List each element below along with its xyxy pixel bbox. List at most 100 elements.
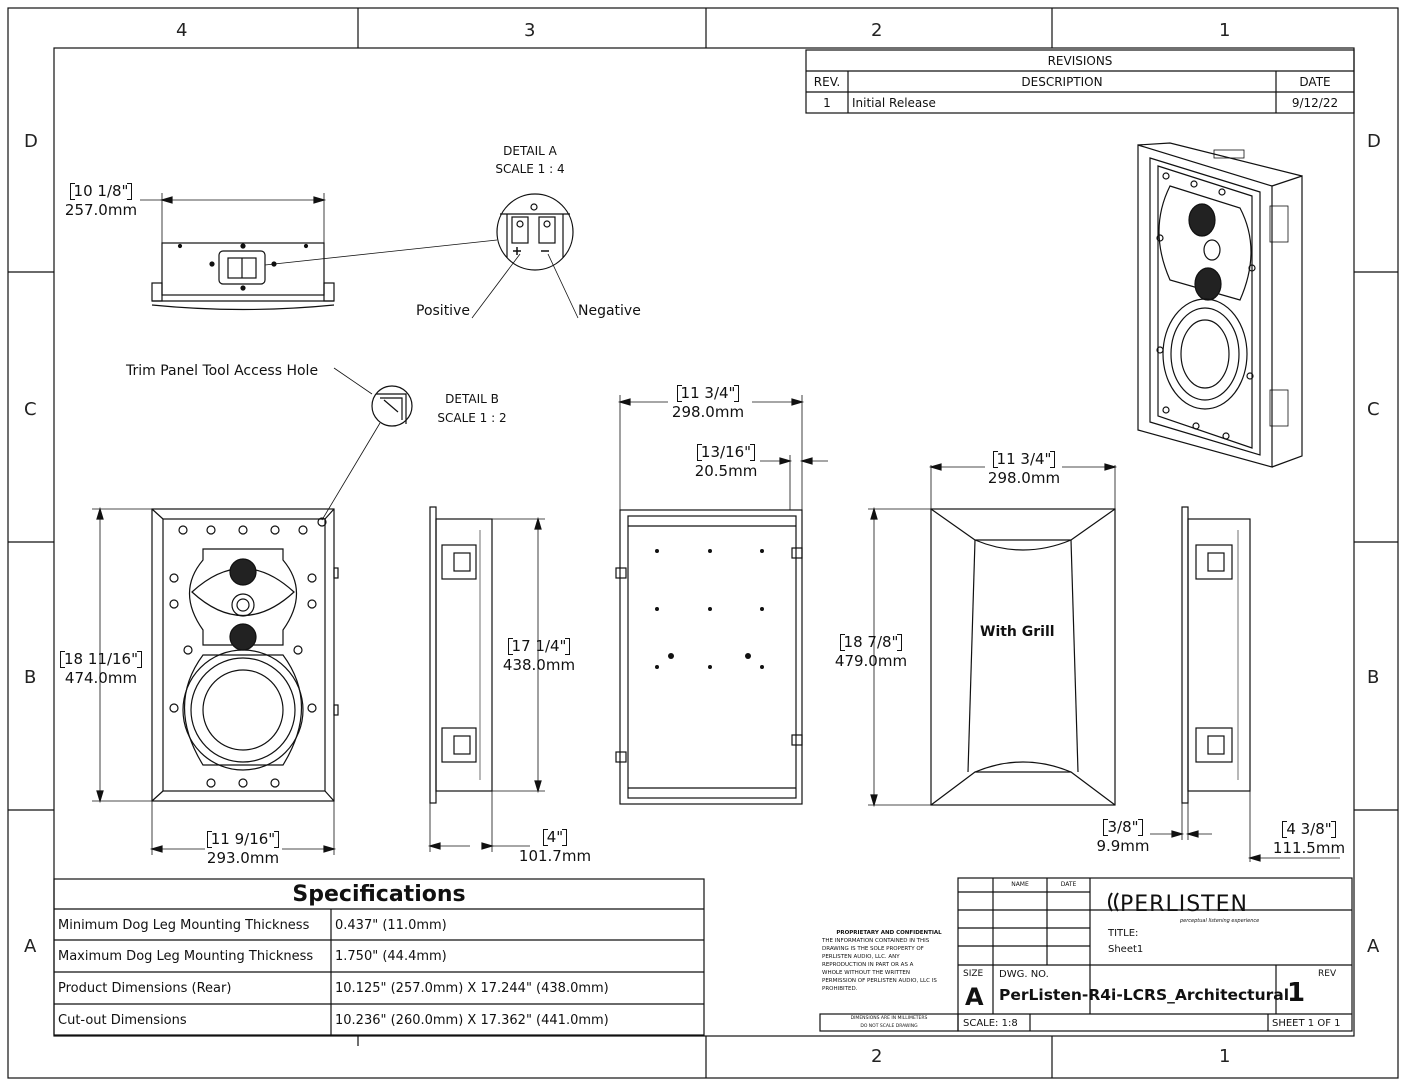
- zone-right-c: C: [1367, 399, 1380, 420]
- dim-total-depth: 4 3/8" 111.5mm: [1264, 820, 1354, 858]
- spec-row-3-value: 10.125" (257.0mm) X 17.244" (438.0mm): [335, 981, 609, 996]
- tb-dwg-value: PerListen-R4i-LCRS_Architectural: [999, 986, 1290, 1004]
- dim-front-height: 18 11/16" 474.0mm: [56, 650, 146, 688]
- dim-rear-width: 11 3/4" 298.0mm: [660, 384, 756, 422]
- proprietary-line-4: REPRODUCTION IN PART OR AS A: [822, 961, 914, 968]
- detail-a-scale: SCALE 1 : 4: [495, 162, 565, 176]
- spec-row-3-label: Product Dimensions (Rear): [58, 981, 232, 996]
- dim-front-width-mm: 293.0mm: [206, 848, 280, 867]
- dims-note-2: DO NOT SCALE DRAWING: [860, 1024, 918, 1029]
- dim-top-width-mm: 257.0mm: [64, 200, 138, 219]
- tb-name-label: NAME: [1011, 881, 1029, 888]
- spec-row-2-label: Maximum Dog Leg Mounting Thickness: [58, 949, 314, 964]
- zone-left-b: B: [24, 667, 37, 688]
- dim-lip-mm: 9.9mm: [1096, 836, 1150, 855]
- positive-label: Positive: [416, 303, 470, 319]
- zone-top-1: 1: [1219, 20, 1231, 41]
- zone-left-c: C: [24, 399, 37, 420]
- proprietary-notice: PROPRIETARY AND CONFIDENTIAL THE INFORMA…: [822, 930, 956, 994]
- detail-a-title: DETAIL A: [503, 144, 557, 158]
- spec-row-2-value: 1.750" (44.4mm): [335, 949, 447, 964]
- zone-left-a: A: [24, 936, 37, 957]
- detail-b-view: [321, 367, 413, 521]
- tb-rev-label: REV: [1318, 969, 1337, 979]
- dim-side-height-mm: 438.0mm: [502, 655, 576, 674]
- zone-dividers: [8, 8, 1398, 1078]
- detail-b-title: DETAIL B: [445, 392, 499, 406]
- dim-grill-width: 11 3/4" 298.0mm: [976, 450, 1072, 488]
- outer-border: [7, 7, 1399, 1079]
- tb-sheet: SHEET 1 OF 1: [1272, 1018, 1341, 1029]
- tb-title-value: Sheet1: [1108, 944, 1144, 955]
- dim-rear-width-in: 11 3/4": [676, 384, 740, 403]
- title-block-lines: [819, 877, 1353, 1032]
- spec-row-1-value: 0.437" (11.0mm): [335, 918, 447, 933]
- dim-side-depth: 4" 101.7mm: [510, 828, 600, 866]
- dim-flange-in: 13/16": [696, 443, 756, 462]
- revisions-header-rev: REV.: [813, 75, 841, 89]
- dim-side-height-in: 17 1/4": [507, 637, 571, 656]
- logo-wordmark: PERLISTEN: [1120, 892, 1248, 917]
- dim-side-depth-in: 4": [542, 828, 568, 847]
- dims-note-1: DIMENSIONS ARE IN MILLIMETERS: [850, 1016, 928, 1021]
- dim-total-depth-in: 4 3/8": [1282, 820, 1337, 839]
- dim-front-width-in: 11 9/16": [206, 830, 280, 849]
- spec-row-1-label: Minimum Dog Leg Mounting Thickness: [58, 918, 310, 933]
- zone-top-3: 3: [524, 20, 536, 41]
- dim-lip-in: 3/8": [1103, 818, 1143, 837]
- isometric-view: [1137, 142, 1303, 468]
- revisions-table-lines: [805, 49, 1355, 114]
- tb-size-label: SIZE: [963, 969, 984, 979]
- dim-top-width-in: 10 1/8": [69, 182, 133, 201]
- tb-date-label: DATE: [1060, 881, 1077, 888]
- proprietary-line-7: PROHIBITED.: [822, 985, 858, 992]
- dim-rear-width-mm: 298.0mm: [671, 402, 745, 421]
- with-grill-label: With Grill: [980, 624, 1055, 640]
- side-view-right: [1150, 506, 1340, 862]
- zone-right-d: D: [1367, 131, 1381, 152]
- dim-flange-mm: 20.5mm: [694, 461, 758, 480]
- dim-side-depth-mm: 101.7mm: [518, 846, 592, 865]
- dim-grill-height-in: 18 7/8": [839, 633, 903, 652]
- dim-grill-height-mm: 479.0mm: [834, 651, 908, 670]
- spec-row-4-value: 10.236" (260.0mm) X 17.362" (441.0mm): [335, 1013, 609, 1028]
- proprietary-line-1: THE INFORMATION CONTAINED IN THIS: [822, 937, 930, 944]
- tb-rev-value: 1: [1287, 978, 1306, 1008]
- tb-title-label: TITLE:: [1108, 928, 1139, 939]
- revisions-row-description: Initial Release: [852, 96, 936, 110]
- company-logo: PERLISTEN: [1120, 892, 1248, 917]
- dim-side-height: 17 1/4" 438.0mm: [494, 637, 584, 675]
- proprietary-line-6: PERMISSION OF PERLISTEN AUDIO, LLC IS: [822, 977, 937, 984]
- zone-left-d: D: [24, 131, 38, 152]
- dim-grill-width-mm: 298.0mm: [987, 468, 1061, 487]
- zone-right-b: B: [1367, 667, 1380, 688]
- dim-total-depth-mm: 111.5mm: [1272, 838, 1346, 857]
- zone-top-2: 2: [871, 20, 883, 41]
- proprietary-line-3: PERLISTEN AUDIO, LLC. ANY: [822, 953, 900, 960]
- dim-front-width: 11 9/16" 293.0mm: [196, 830, 290, 868]
- trim-hole-label: Trim Panel Tool Access Hole: [126, 363, 319, 379]
- grill-view: [868, 463, 1118, 808]
- proprietary-title: PROPRIETARY AND CONFIDENTIAL: [836, 930, 942, 936]
- dim-lip: 3/8" 9.9mm: [1088, 818, 1158, 856]
- specifications-title: Specifications: [292, 882, 466, 907]
- zone-bottom-2: 2: [871, 1046, 883, 1067]
- dim-grill-width-in: 11 3/4": [992, 450, 1056, 469]
- specifications-table-lines: [53, 878, 705, 1036]
- rear-view: [615, 395, 828, 805]
- zone-top-4: 4: [176, 20, 188, 41]
- proprietary-line-5: WHOLE WITHOUT THE WRITTEN: [822, 969, 911, 976]
- spec-row-4-label: Cut-out Dimensions: [58, 1013, 187, 1028]
- dim-grill-height: 18 7/8" 479.0mm: [826, 633, 916, 671]
- revisions-header-description: DESCRIPTION: [1021, 75, 1103, 89]
- detail-b-scale: SCALE 1 : 2: [437, 411, 507, 425]
- detail-a-view: [471, 193, 579, 319]
- tb-scale: SCALE: 1:8: [963, 1018, 1018, 1029]
- top-view: [140, 193, 498, 311]
- dim-front-height-mm: 474.0mm: [64, 668, 138, 687]
- zone-bottom-1: 1: [1219, 1046, 1231, 1067]
- revisions-header-date: DATE: [1299, 75, 1331, 89]
- tb-size-value: A: [965, 983, 984, 1011]
- zone-right-a: A: [1367, 936, 1380, 957]
